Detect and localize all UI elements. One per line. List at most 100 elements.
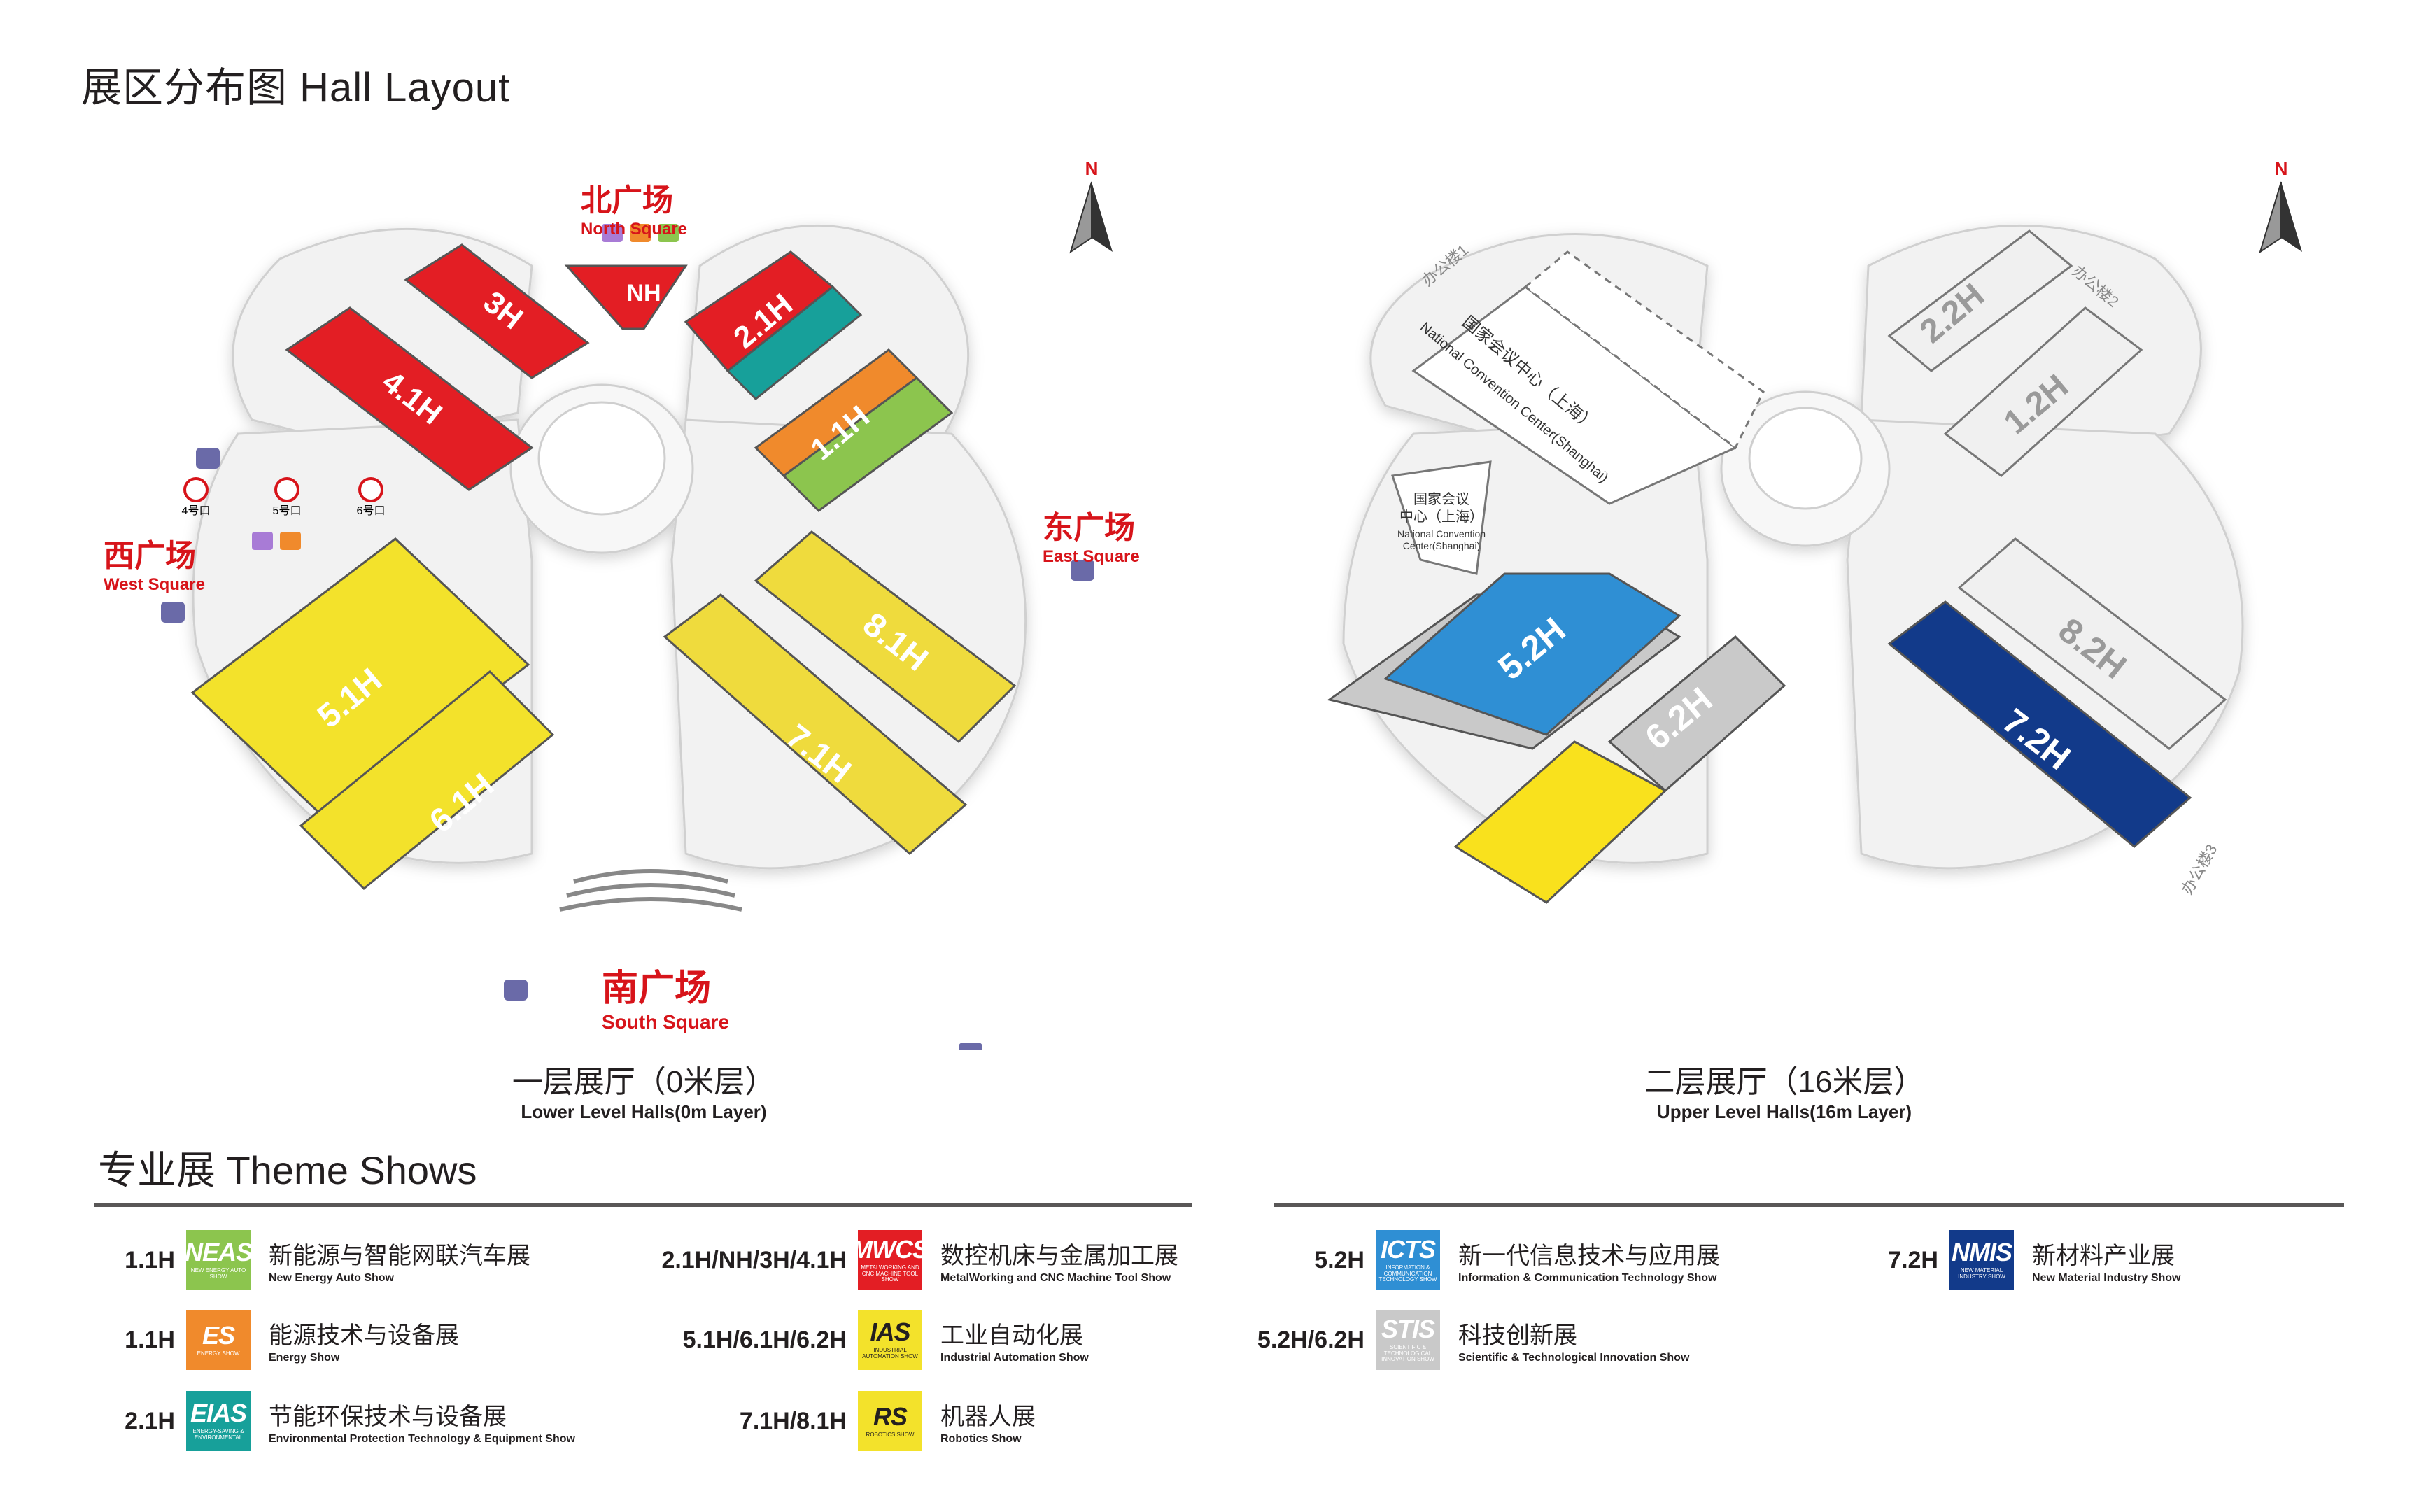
divider-right <box>1274 1203 2344 1207</box>
logo-mark: ES <box>202 1320 235 1350</box>
logo-sub: ENERGY-SAVING & ENVIRONMENTAL <box>192 1428 244 1441</box>
south-entrance-steps <box>559 869 742 912</box>
show-en: Industrial Automation Show <box>940 1351 1089 1364</box>
east-square-cn: 东广场 <box>1043 511 1135 545</box>
ncc-small-en-2: Center(Shanghai) <box>1403 540 1481 551</box>
bus-icons <box>161 448 1094 1050</box>
show-code: 5.1H/6.1H/6.2H <box>682 1326 847 1353</box>
logo-mark: MWCS <box>852 1234 929 1264</box>
service-icons <box>252 224 679 550</box>
south-square-en: South Square <box>602 1011 730 1033</box>
page-title: 展区分布图 Hall Layout <box>81 65 511 111</box>
hall-1-2h[interactable]: 1.2H <box>1943 306 2143 477</box>
show-code: 2.1H/NH/3H/4.1H <box>661 1246 847 1273</box>
lower-level-map: 3H 4.1H NH 2.1H 1.1H 5.1H 6.1H 8.1H 7.1H <box>140 140 1190 1050</box>
gate-markers: 4号口 5号口 6号口 <box>182 477 386 517</box>
show-cn: 新材料产业展 <box>2032 1242 2175 1269</box>
hall-2-1h[interactable]: 2.1H <box>684 250 863 401</box>
south-square-cn: 南广场 <box>602 968 712 1009</box>
east-square: 东广场 East Square <box>1043 502 1140 567</box>
hall-4-1h[interactable]: 4.1H <box>285 306 534 491</box>
lower-level-caption: 一层展厅（0米层） Lower Level Halls(0m Layer) <box>490 1057 798 1123</box>
show-cn: 新能源与智能网联汽车展 <box>269 1242 530 1269</box>
logo-mark: NEAS <box>184 1238 253 1267</box>
hall-8-1h[interactable]: 8.1H <box>754 530 1017 744</box>
logo-mark: ICTS <box>1380 1234 1436 1264</box>
show-en: Information & Communication Technology S… <box>1458 1271 1717 1284</box>
ncc-small-cn-2: 中心（上海） <box>1399 509 1483 525</box>
show-cn: 节能环保技术与设备展 <box>269 1403 507 1430</box>
logo-sub: INFORMATION & COMMUNICATION TECHNOLOGY S… <box>1378 1264 1437 1283</box>
north-square-en: North Square <box>581 220 688 239</box>
show-cn: 工业自动化展 <box>940 1322 1083 1349</box>
show-code: 7.2H <box>1888 1246 1938 1273</box>
logo-sub: ENERGY SHOW <box>197 1350 240 1357</box>
upper-level-caption-cn: 二层展厅（16米层） <box>1644 1065 1925 1099</box>
compass-icon: N <box>1069 158 1113 254</box>
hall-nh-label: NH <box>626 280 661 306</box>
logo-mark: RS <box>873 1401 908 1431</box>
logo-sub: SCIENTIFIC & TECHNOLOGICAL INNOVATION SH… <box>1381 1343 1434 1363</box>
logo-sub: INDUSTRIAL AUTOMATION SHOW <box>862 1347 918 1359</box>
west-square: 西广场 West Square <box>104 530 205 595</box>
logo-mark: STIS <box>1381 1314 1435 1343</box>
hall-6-2h[interactable]: 6.2H <box>1453 635 1786 904</box>
west-square-cn: 西广场 <box>104 539 196 573</box>
ncc-small-cn-1: 国家会议 <box>1413 491 1469 507</box>
office-3-label: 办公楼3 <box>2178 841 2221 897</box>
east-square-en: East Square <box>1043 547 1140 566</box>
show-code: 5.2H <box>1314 1246 1364 1273</box>
upper-level-caption: 二层展厅（16米层） Upper Level Halls(16m Layer) <box>1630 1057 1938 1123</box>
logo-sub: NEW MATERIAL INDUSTRY SHOW <box>1958 1267 2005 1280</box>
north-square-cn: 北广场 <box>581 183 673 218</box>
gate-5-label: 5号口 <box>273 504 302 517</box>
lower-level-caption-cn: 一层展厅（0米层） <box>512 1065 776 1099</box>
logo-mark: EIAS <box>190 1399 247 1428</box>
logo-sub: ROBOTICS SHOW <box>866 1431 915 1438</box>
lower-level-caption-en: Lower Level Halls(0m Layer) <box>521 1101 767 1122</box>
divider-left <box>94 1203 1192 1207</box>
show-cn: 科技创新展 <box>1458 1322 1577 1349</box>
compass-icon: N <box>2259 158 2302 254</box>
hall-3h[interactable]: 3H <box>404 243 590 379</box>
hall-1-1h[interactable]: 1.1H <box>754 348 954 512</box>
compass-n-label-upper: N <box>2275 158 2288 179</box>
logo-mark: IAS <box>870 1317 910 1347</box>
compass-n-label: N <box>1085 158 1099 179</box>
ncc-small-en-1: National Convention <box>1397 528 1486 539</box>
hall-7-2h[interactable]: 7.2H <box>1887 600 2192 848</box>
show-en: Energy Show <box>269 1351 340 1364</box>
show-code: 7.1H/8.1H <box>739 1407 847 1434</box>
show-code: 2.1H <box>125 1407 175 1434</box>
ncc-small-block[interactable]: 国家会议 中心（上海） National Convention Center(S… <box>1391 460 1492 575</box>
upper-level-map: 国家会议中心（上海） National Convention Center(Sh… <box>1316 140 2365 1050</box>
hall-nh[interactable]: NH <box>564 264 688 330</box>
show-en: New Material Industry Show <box>2032 1271 2181 1284</box>
show-cn: 数控机床与金属加工展 <box>940 1242 1178 1269</box>
logo-sub: METALWORKING AND CNC MACHINE TOOL SHOW <box>861 1264 919 1283</box>
hall-5-2h[interactable]: 5.2H <box>1327 572 1681 750</box>
gate-6-label: 6号口 <box>357 504 386 517</box>
north-square: 北广场 North Square <box>581 175 687 239</box>
hall-5-1h[interactable]: 5.1H <box>190 537 530 820</box>
show-cn: 能源技术与设备展 <box>269 1322 459 1349</box>
show-en: Robotics Show <box>940 1432 1022 1445</box>
logo-sub: NEW ENERGY AUTO SHOW <box>190 1267 246 1280</box>
